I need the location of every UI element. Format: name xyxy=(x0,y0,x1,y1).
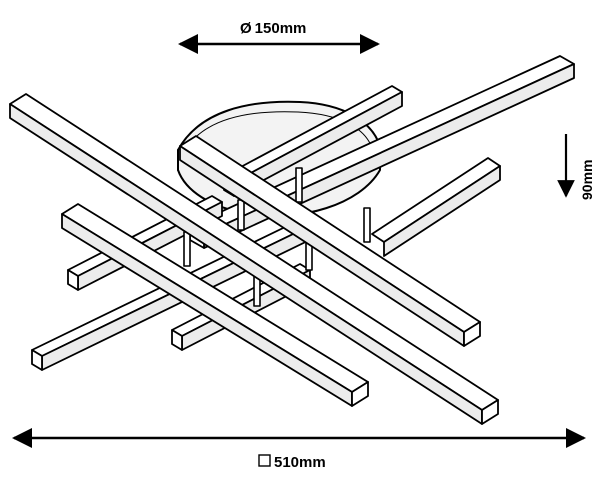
height-value: 90mm xyxy=(579,160,595,200)
width-dimension: 510mm xyxy=(12,428,586,471)
bar-front-upper xyxy=(179,135,481,347)
bar-front-mid xyxy=(61,203,369,407)
square-symbol xyxy=(258,454,271,467)
diameter-symbol: Ø xyxy=(240,20,252,37)
height-dimension: 90mm xyxy=(557,134,595,200)
bar-front-long xyxy=(9,93,499,425)
bar-right-short xyxy=(371,157,501,257)
width-value: 510mm xyxy=(274,454,326,471)
diameter-value: 150mm xyxy=(255,20,307,37)
lamp-drawing xyxy=(9,55,575,425)
